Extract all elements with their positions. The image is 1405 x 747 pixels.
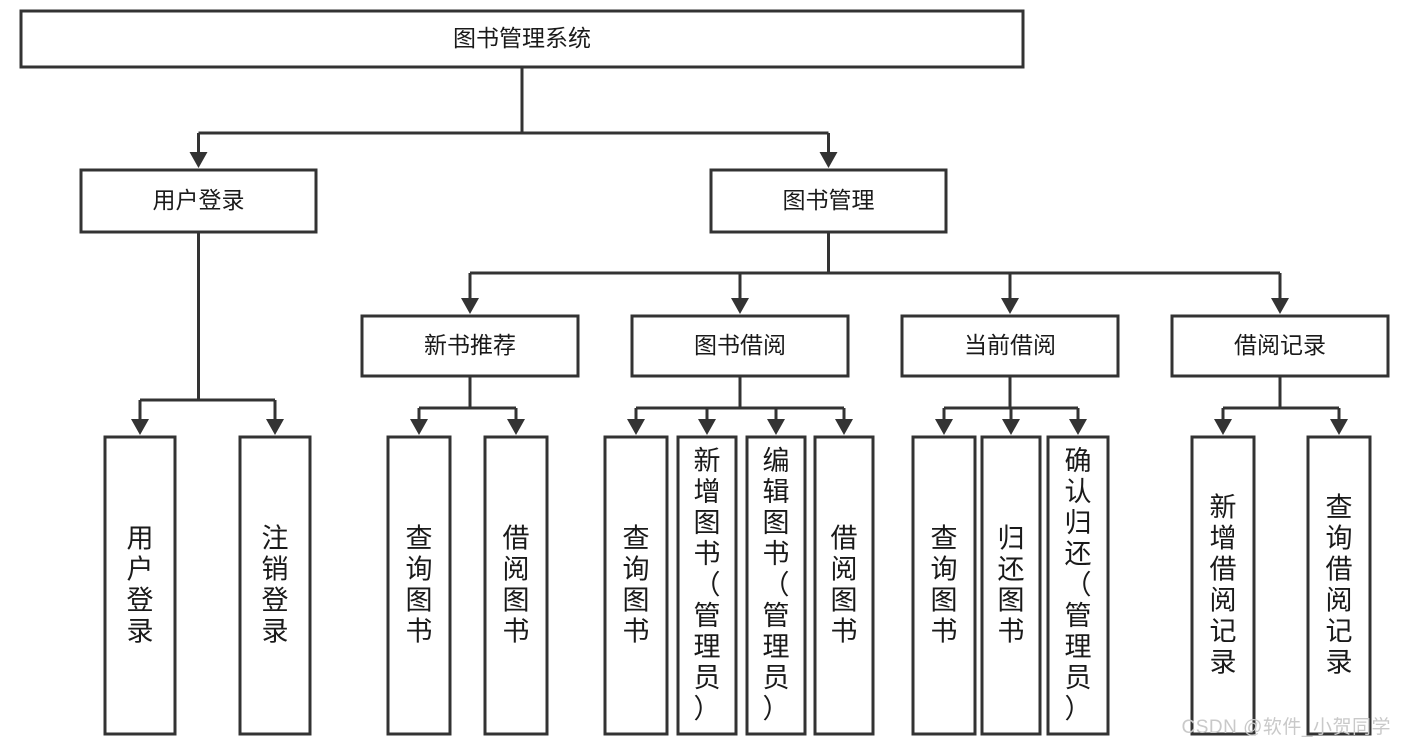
node-box-leaf-user-login[interactable]: [103, 435, 177, 736]
node-label-user-login: 用户登录: [153, 187, 245, 213]
node-box-current-borrow[interactable]: [900, 314, 1120, 378]
node-book-borrow[interactable]: 图书借阅: [630, 314, 850, 378]
node-leaf-query-book-1[interactable]: 查询图书: [386, 435, 452, 736]
node-box-new-book-rec[interactable]: [360, 314, 580, 378]
node-leaf-return-book[interactable]: 归还图书: [980, 435, 1042, 736]
node-leaf-edit-book[interactable]: 编辑图书（管理员）: [745, 435, 807, 736]
node-box-book-manage[interactable]: [709, 168, 948, 234]
node-root[interactable]: 图书管理系统: [19, 9, 1025, 69]
node-label-leaf-query-book-3: 查询图书: [931, 524, 958, 647]
node-box-leaf-query-record[interactable]: [1306, 435, 1372, 736]
connector-group: [935, 376, 1087, 435]
node-box-leaf-add-book[interactable]: [676, 435, 738, 736]
node-leaf-add-book[interactable]: 新增图书（管理员）: [676, 435, 738, 736]
connector-group: [461, 232, 1289, 314]
watermark-text: CSDN @软件_小贺同学: [1181, 717, 1391, 738]
connector-group: [410, 376, 525, 435]
connector-edges: [131, 67, 1348, 435]
node-box-leaf-borrow-book-1[interactable]: [483, 435, 549, 736]
node-leaf-add-record[interactable]: 新增借阅记录: [1190, 435, 1256, 736]
node-leaf-query-record[interactable]: 查询借阅记录: [1306, 435, 1372, 736]
node-current-borrow[interactable]: 当前借阅: [900, 314, 1120, 378]
node-leaf-borrow-book-1[interactable]: 借阅图书: [483, 435, 549, 736]
node-new-book-rec[interactable]: 新书推荐: [360, 314, 580, 378]
node-label-leaf-user-login: 用户登录: [127, 524, 154, 647]
connector-group: [131, 232, 284, 435]
node-label-leaf-edit-book: 编辑图书（管理员）: [763, 446, 790, 724]
node-box-user-login[interactable]: [79, 168, 318, 234]
node-box-leaf-return-book[interactable]: [980, 435, 1042, 736]
node-box-leaf-confirm-return[interactable]: [1046, 435, 1110, 736]
node-label-borrow-record: 借阅记录: [1234, 332, 1326, 358]
node-box-leaf-logout[interactable]: [238, 435, 312, 736]
node-box-borrow-record[interactable]: [1170, 314, 1390, 378]
node-label-leaf-logout: 注销登录: [262, 524, 289, 647]
node-label-leaf-return-book: 归还图书: [998, 524, 1025, 647]
connector-group: [627, 376, 853, 435]
node-leaf-query-book-2[interactable]: 查询图书: [603, 435, 669, 736]
node-box-leaf-add-record[interactable]: [1190, 435, 1256, 736]
node-label-leaf-borrow-book-2: 借阅图书: [831, 524, 858, 647]
node-label-current-borrow: 当前借阅: [964, 332, 1056, 358]
node-label-leaf-query-book-1: 查询图书: [406, 524, 433, 647]
node-leaf-user-login[interactable]: 用户登录: [103, 435, 177, 736]
node-label-leaf-confirm-return: 确认归还（管理员）: [1065, 446, 1092, 724]
node-box-leaf-edit-book[interactable]: [745, 435, 807, 736]
node-user-login[interactable]: 用户登录: [79, 168, 318, 234]
node-label-leaf-add-record: 新增借阅记录: [1210, 493, 1237, 678]
node-label-book-manage: 图书管理: [783, 187, 875, 213]
node-box-leaf-query-book-3[interactable]: [911, 435, 977, 736]
node-label-root: 图书管理系统: [453, 25, 591, 51]
node-box-book-borrow[interactable]: [630, 314, 850, 378]
node-borrow-record[interactable]: 借阅记录: [1170, 314, 1390, 378]
node-label-leaf-query-book-2: 查询图书: [623, 524, 650, 647]
node-leaf-query-book-3[interactable]: 查询图书: [911, 435, 977, 736]
node-label-leaf-add-book: 新增图书（管理员）: [694, 446, 721, 724]
node-boxes: 图书管理系统用户登录图书管理新书推荐图书借阅当前借阅借阅记录用户登录注销登录查询…: [19, 9, 1390, 736]
node-leaf-borrow-book-2[interactable]: 借阅图书: [813, 435, 875, 736]
node-box-root[interactable]: [19, 9, 1025, 69]
node-leaf-logout[interactable]: 注销登录: [238, 435, 312, 736]
node-book-manage[interactable]: 图书管理: [709, 168, 948, 234]
node-label-book-borrow: 图书借阅: [694, 332, 786, 358]
node-label-leaf-borrow-book-1: 借阅图书: [503, 524, 530, 647]
node-box-leaf-query-book-1[interactable]: [386, 435, 452, 736]
node-label-leaf-query-record: 查询借阅记录: [1326, 493, 1353, 678]
node-leaf-confirm-return[interactable]: 确认归还（管理员）: [1046, 435, 1110, 736]
connector-group: [1214, 376, 1348, 435]
connector-group: [189, 67, 838, 168]
node-box-leaf-query-book-2[interactable]: [603, 435, 669, 736]
node-label-new-book-rec: 新书推荐: [424, 332, 516, 358]
node-box-leaf-borrow-book-2[interactable]: [813, 435, 875, 736]
